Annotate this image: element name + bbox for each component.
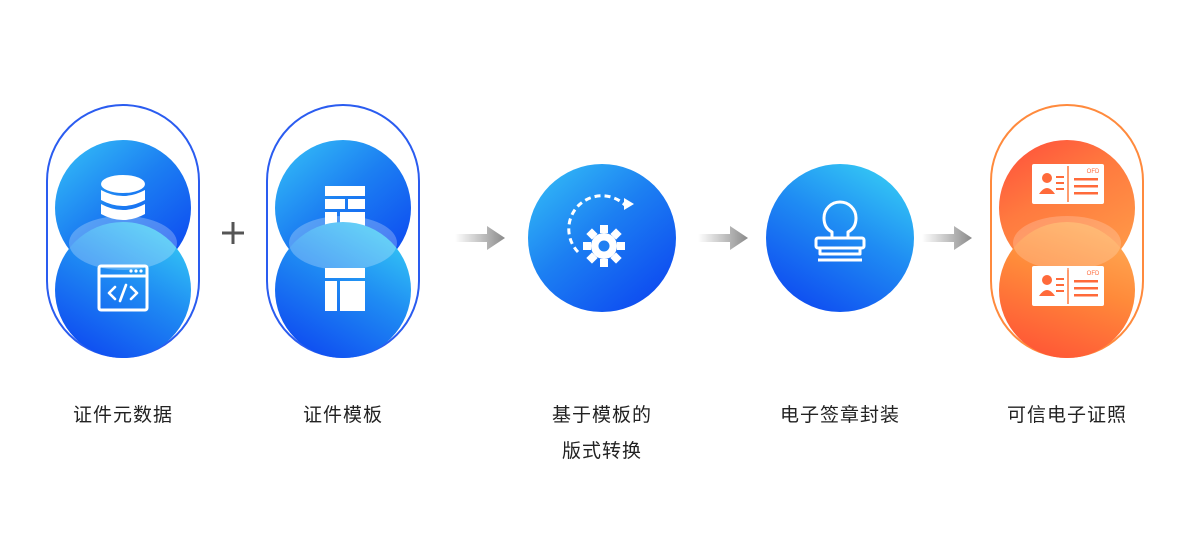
code-circle: [55, 222, 191, 358]
step-label-signature: 电子签章封装: [779, 404, 900, 426]
ofd-badge: OFD: [1087, 169, 1100, 175]
database-icon: [101, 175, 145, 220]
step-label-conversion-line2: 版式转换: [561, 440, 642, 462]
step-label-certificate: 可信电子证照: [1006, 404, 1127, 426]
plus-icon: [222, 222, 244, 244]
step-label-conversion-line1: 基于模板的: [551, 404, 652, 426]
code-window-icon: [97, 264, 149, 312]
arrow-icon: [922, 226, 972, 250]
step-label-metadata: 证件元数据: [72, 404, 173, 426]
arrow-icon: [455, 226, 505, 250]
stamp-circle: [766, 164, 914, 312]
stamp-icon: [814, 200, 866, 262]
arrow-icon: [698, 226, 748, 250]
id-card-icon: OFD: [1032, 266, 1104, 306]
ofd-badge: OFD: [1087, 271, 1100, 277]
template-icon: [325, 268, 365, 311]
gear-refresh-icon: [567, 194, 634, 267]
id-card-icon: OFD: [1032, 164, 1104, 204]
certificate-circle-bottom: OFD: [999, 222, 1135, 358]
step-label-template: 证件模板: [302, 404, 383, 426]
template-circle: [275, 222, 411, 358]
conversion-circle: [528, 164, 676, 312]
